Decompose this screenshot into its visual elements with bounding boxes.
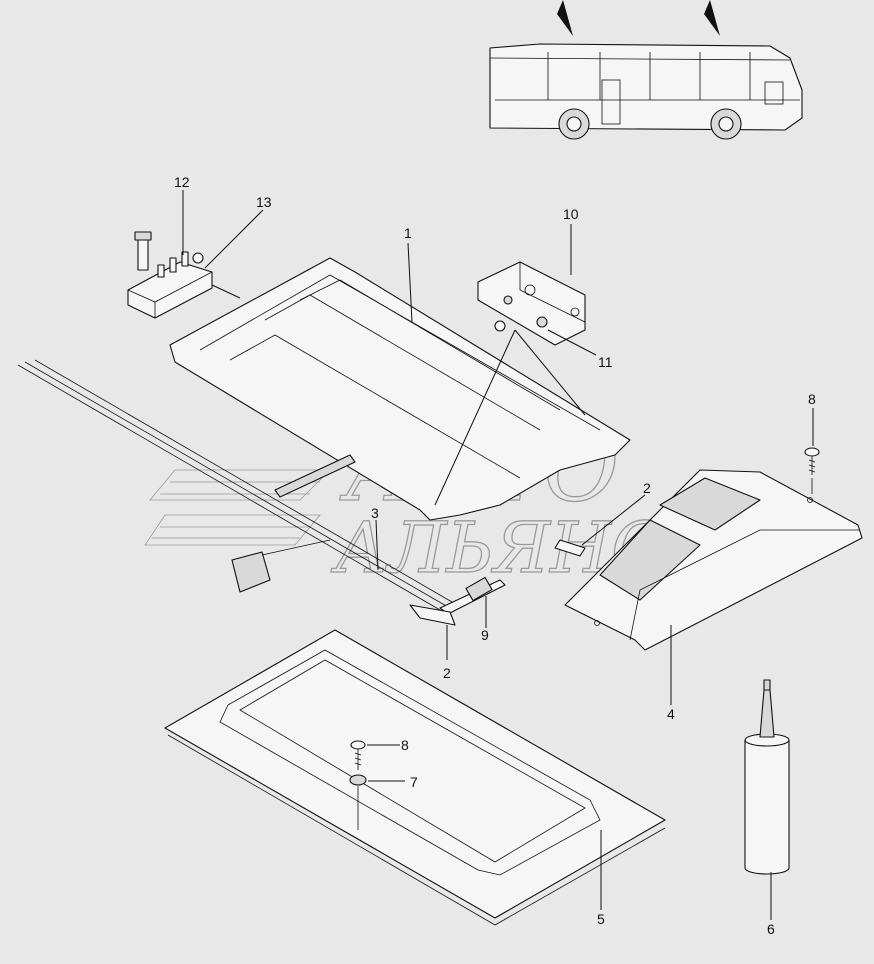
arrow-down-icon <box>557 0 573 36</box>
label-part-7: 7 <box>410 774 418 790</box>
part-6-sealant-tube <box>744 679 790 875</box>
label-part-9: 9 <box>481 627 489 643</box>
label-part-13: 13 <box>256 194 272 210</box>
part-10-bracket <box>477 261 586 346</box>
label-part-8-upper: 8 <box>808 391 816 407</box>
label-part-4: 4 <box>667 706 675 722</box>
bus-illustration <box>489 0 803 140</box>
part-labels: 1 2 2 3 4 5 6 7 8 8 9 10 11 12 13 <box>174 174 816 937</box>
part-9-connector <box>465 576 493 602</box>
part-1-hatch-frame <box>169 257 631 521</box>
part-8-screw <box>350 740 366 770</box>
label-part-8-lower: 8 <box>401 737 409 753</box>
part-7-washer <box>349 774 367 830</box>
label-part-2-upper: 2 <box>643 480 651 496</box>
arrow-down-icon <box>704 0 720 36</box>
watermark-stripes-icon <box>144 469 331 546</box>
handle-grip <box>231 539 331 593</box>
part-8-screw-upper <box>804 447 820 494</box>
part-13-terminal-block <box>127 231 213 319</box>
label-part-5: 5 <box>597 911 605 927</box>
part-2-strip <box>409 604 456 626</box>
part-2-strip <box>554 539 586 557</box>
label-part-11: 11 <box>598 354 613 370</box>
part-5-inner-frame <box>164 629 666 926</box>
label-part-2-lower: 2 <box>443 665 451 681</box>
leader-lines <box>182 190 814 920</box>
label-part-1: 1 <box>404 225 412 241</box>
label-part-6: 6 <box>767 921 775 937</box>
label-part-12: 12 <box>174 174 190 190</box>
label-part-10: 10 <box>563 206 579 222</box>
part-4-hatch-cover <box>564 469 863 651</box>
label-part-3: 3 <box>371 505 379 521</box>
